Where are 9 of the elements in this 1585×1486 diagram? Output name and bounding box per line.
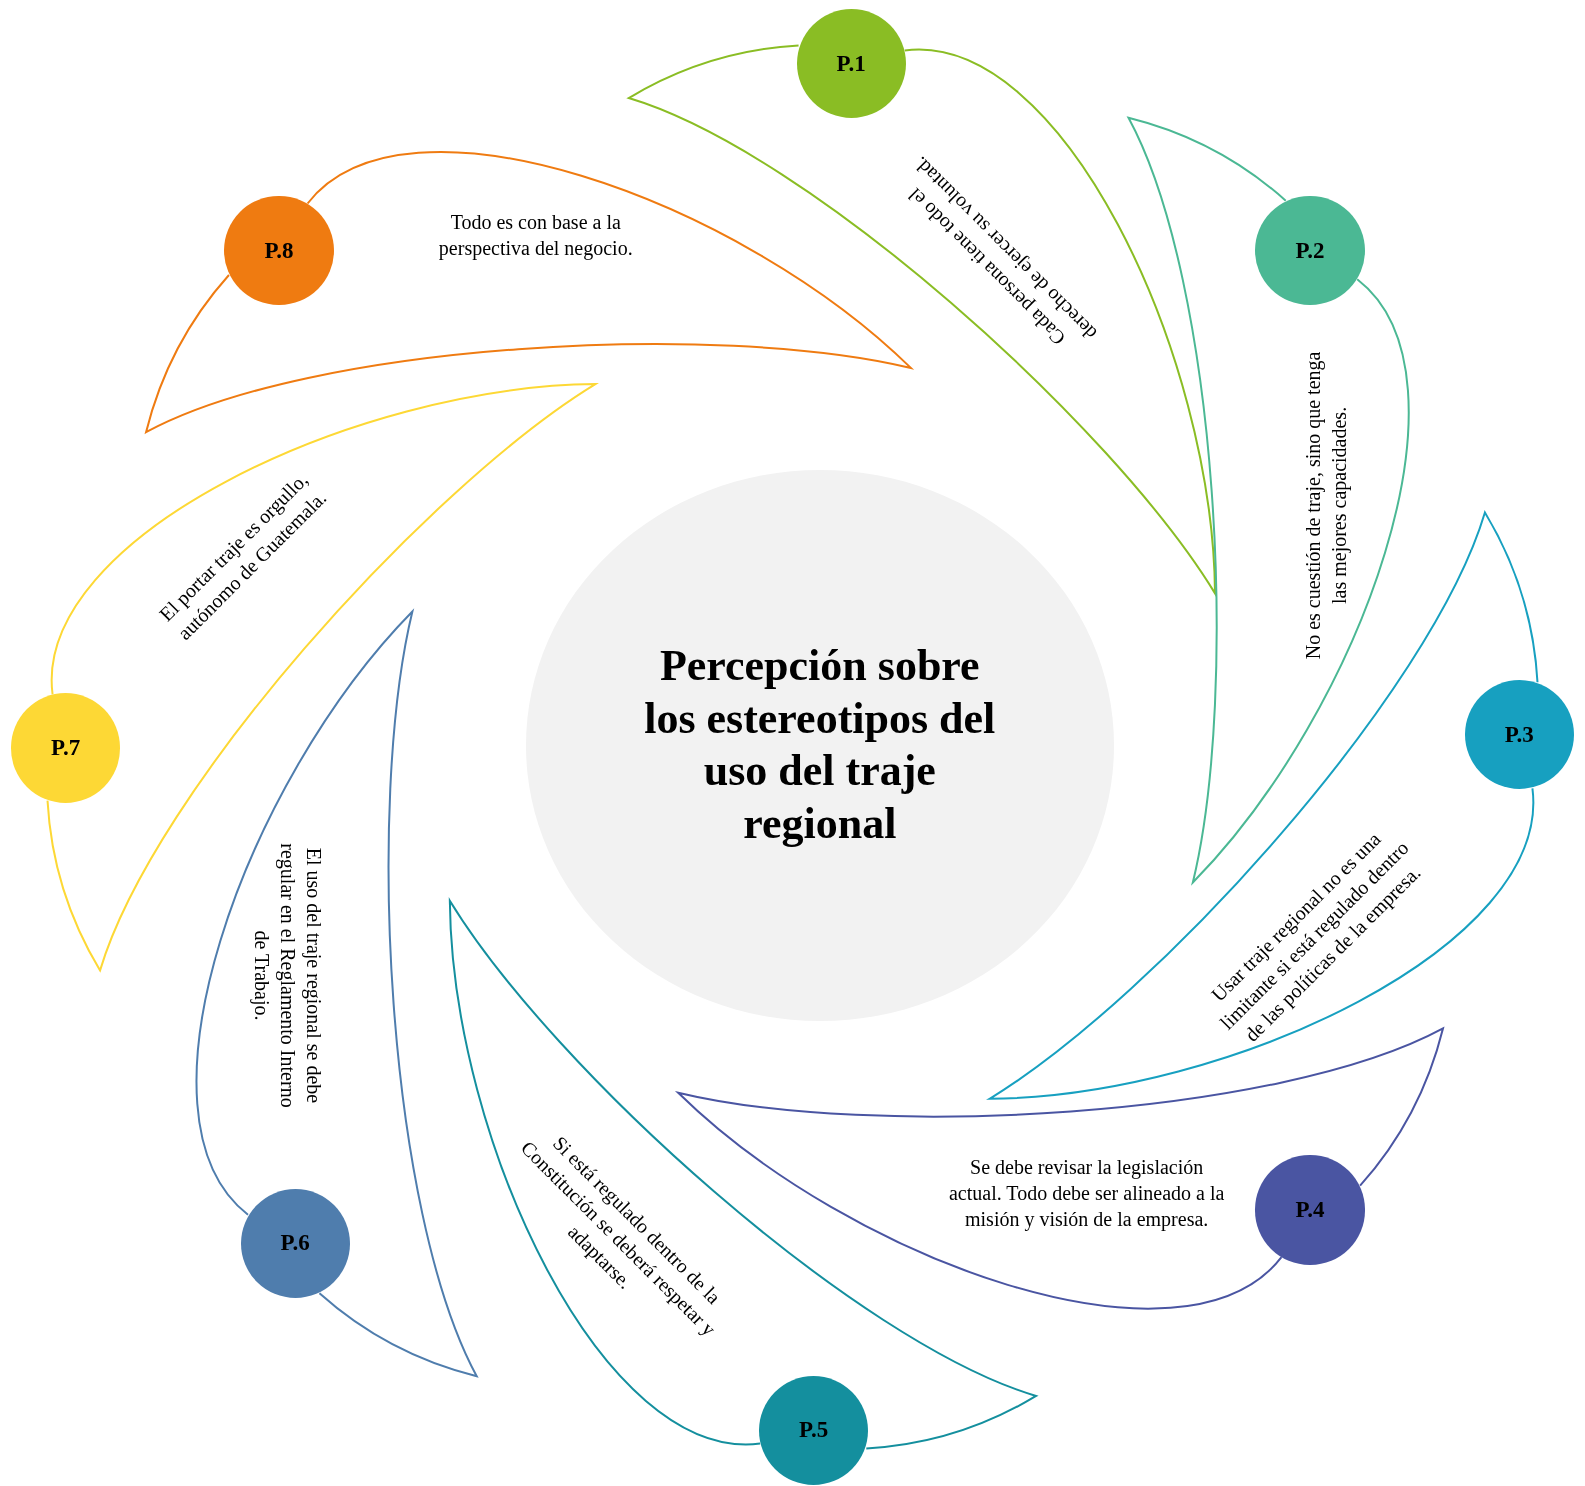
center-title: Percepción sobre los estereotipos del uso del traje regional <box>643 639 997 851</box>
petal-text: Se debe revisar la legislación actual. Todo debe ser alineado a la misión y visión de la empresa. <box>948 1154 1226 1232</box>
petal-text: Todo es con base a la perspectiva del negocio. <box>437 209 634 261</box>
petal-text: No es cuestión de traje, sino que tenga las mejores capacidades. <box>1301 350 1352 662</box>
petal-text: El uso del traje regional se debe regular en el Reglamento Interno de Trabajo. <box>249 842 327 1110</box>
step-circle: P.1 <box>796 9 906 119</box>
step-circle: P.3 <box>1464 680 1574 790</box>
step-circle: P.7 <box>11 693 121 803</box>
step-circle: P.5 <box>759 1375 869 1485</box>
